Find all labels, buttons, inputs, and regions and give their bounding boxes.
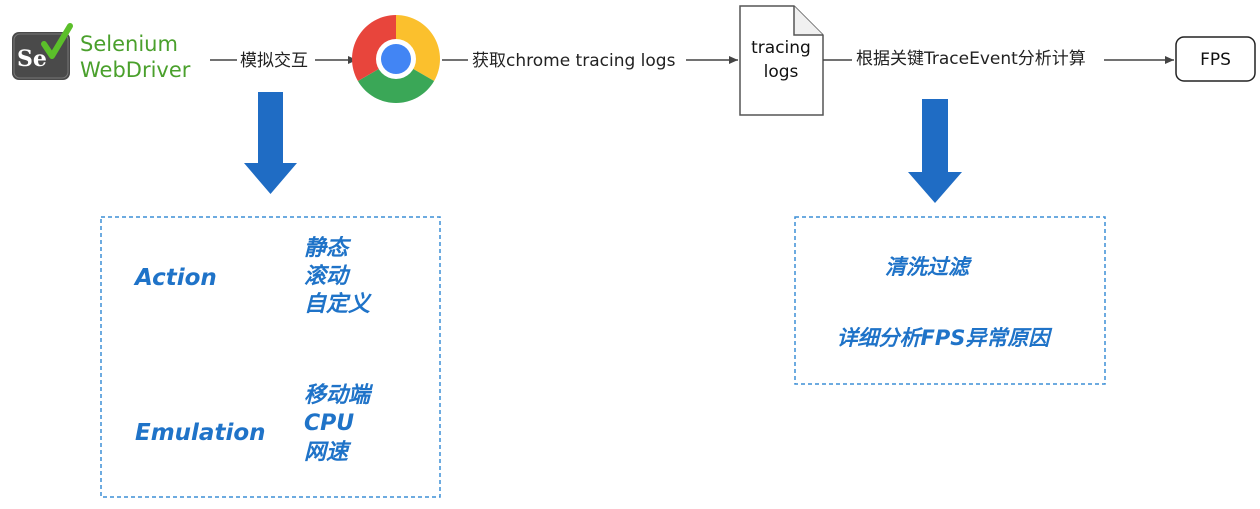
step3-label: 根据关键TraceEvent分析计算 [856,49,1086,69]
doc-label-line1: tracing [751,38,811,58]
step1-label: 模拟交互 [240,51,308,71]
step2-label: 获取chrome tracing logs [472,51,676,71]
group-emulation-title: Emulation [135,420,266,446]
chrome-icon [352,15,440,103]
action-item-3: 自定义 [304,291,372,317]
selenium-logo-letters: Se [17,46,47,72]
selenium-name-line1: Selenium [80,32,178,56]
checkmark-icon [41,23,73,59]
action-item-2: 滚动 [304,263,351,289]
selenium-logo: Se [12,23,73,80]
action-item-1: 静态 [304,236,352,261]
interaction-options-box [100,216,441,498]
doc-label-line2: logs [764,62,799,82]
down-arrow-right-icon [908,99,962,203]
down-arrow-left-icon [244,92,297,194]
analysis-line-1: 清洗过滤 [885,255,973,279]
fps-result-label: FPS [1200,50,1231,70]
selenium-name-line2: WebDriver [80,58,191,82]
analysis-box [794,216,1106,385]
analysis-line-2: 详细分析FPS异常原因 [837,326,1054,350]
tracing-logs-document [739,5,824,116]
group-action-title: Action [133,265,217,291]
selenium-logo-badge [12,32,70,80]
emulation-item-1: 移动端 [304,383,374,408]
fps-result-box [1175,36,1256,82]
emulation-item-2: CPU [304,411,354,436]
emulation-item-3: 网速 [304,440,352,465]
